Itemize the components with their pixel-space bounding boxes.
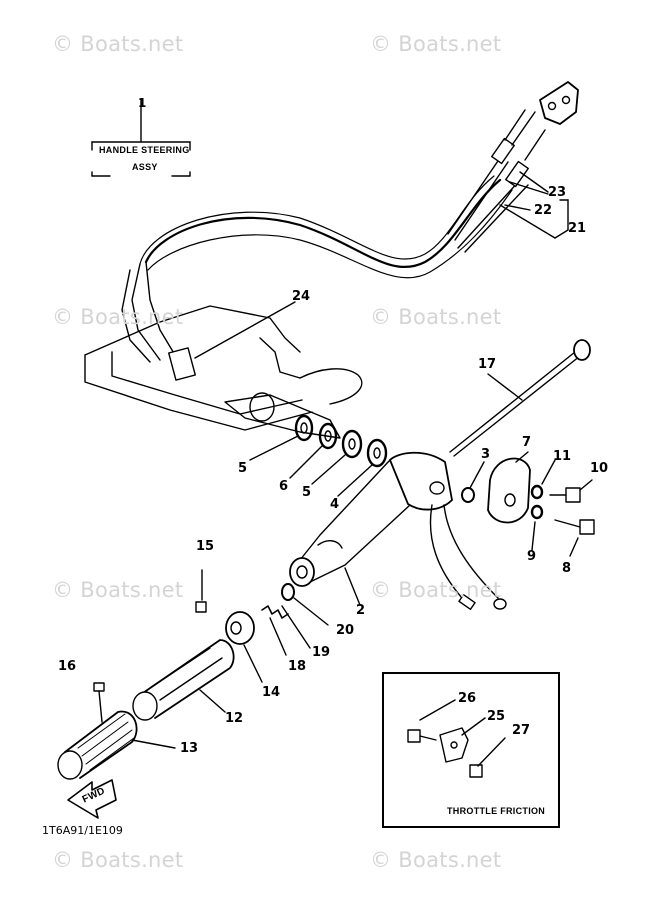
part-number-21: 21 [568, 221, 587, 236]
part-number-5b: 5 [302, 485, 312, 500]
part-number-27: 27 [512, 723, 531, 738]
part-number-5a: 5 [238, 461, 248, 476]
friction-rod-part-17 [449, 339, 591, 457]
part-number-12: 12 [225, 711, 244, 726]
watermark: © Boats.net [52, 578, 184, 602]
part-number-20: 20 [336, 623, 355, 638]
watermark: © Boats.net [370, 848, 502, 872]
leader-lines-cable [499, 171, 569, 239]
part-number-19: 19 [312, 645, 331, 660]
steering-bracket-washers [224, 392, 388, 497]
part-number-13: 13 [180, 741, 199, 756]
watermark: © Boats.net [52, 848, 184, 872]
part-number-16: 16 [58, 659, 77, 674]
part-number-15: 15 [196, 539, 215, 554]
part-number-18: 18 [288, 659, 307, 674]
throttle-friction-inset [382, 672, 560, 828]
part-number-10: 10 [590, 461, 609, 476]
part-number-17: 17 [478, 357, 497, 372]
part-number-25: 25 [487, 709, 506, 724]
assembly-label-line1: HANDLE STEERING [99, 145, 190, 155]
part-number-8: 8 [562, 561, 572, 576]
part-number-14: 14 [262, 685, 281, 700]
cable-holder-part-24 [84, 301, 363, 431]
watermark: © Boats.net [370, 578, 502, 602]
throttle-grip-parts [57, 569, 329, 780]
watermark: © Boats.net [52, 305, 184, 329]
fwd-arrow-icon [67, 779, 117, 819]
inset-parts [407, 699, 506, 778]
throttle-cable-assembly [121, 81, 579, 363]
part-number-9: 9 [527, 549, 537, 564]
part-number-23: 23 [548, 185, 567, 200]
part-number-7: 7 [522, 435, 532, 450]
watermark: © Boats.net [52, 32, 184, 56]
part-number-26: 26 [458, 691, 477, 706]
part-number-6: 6 [279, 479, 289, 494]
cover-part-7 [461, 451, 595, 557]
watermark: © Boats.net [370, 305, 502, 329]
part-number-24: 24 [292, 289, 311, 304]
assembly-label-line2: ASSY [132, 162, 158, 172]
diagram-code: 1T6A91/1E109 [42, 824, 123, 837]
part-number-22: 22 [534, 203, 553, 218]
part-number-11: 11 [553, 449, 572, 464]
part-number-3: 3 [481, 447, 491, 462]
steering-handle-arm [289, 451, 507, 610]
part-number-1: 1 [138, 96, 147, 110]
watermark: © Boats.net [370, 32, 502, 56]
inset-title: THROTTLE FRICTION [447, 806, 546, 816]
part-number-2: 2 [356, 603, 366, 618]
part-number-4: 4 [330, 497, 340, 512]
assembly-label-bracket [91, 99, 191, 177]
